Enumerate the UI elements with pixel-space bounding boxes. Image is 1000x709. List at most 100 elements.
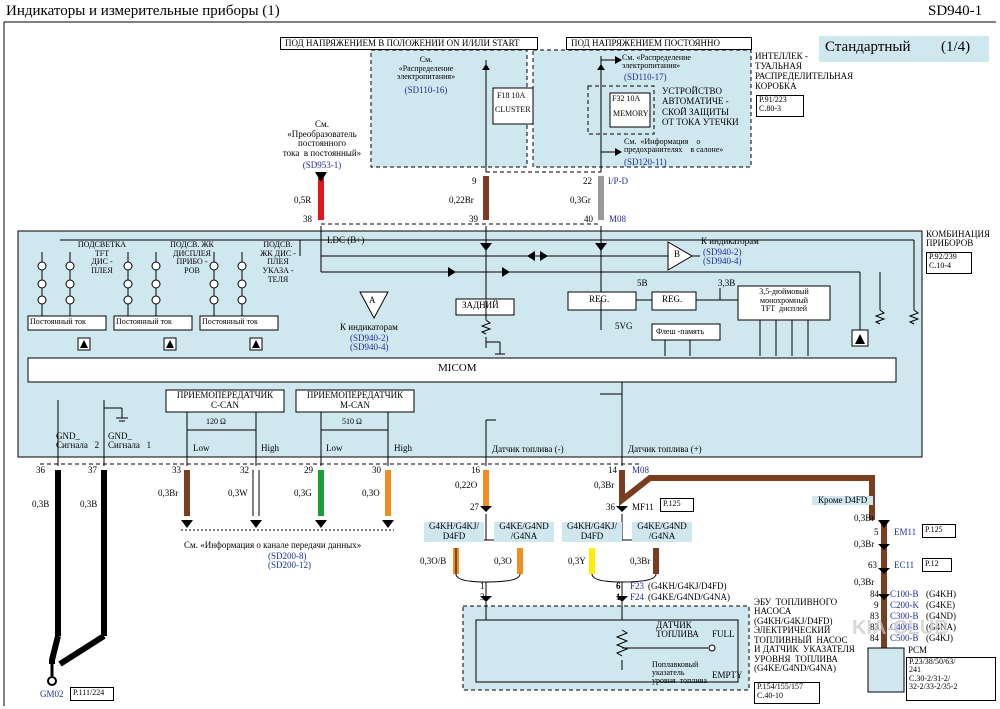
ec11-ref: P.12 [922, 558, 952, 572]
pcm-engine-2: (G4KE) [926, 600, 955, 610]
gauge-ob: 0,3O/B [420, 556, 447, 566]
high2-label: High [394, 443, 412, 453]
leak-device-label: УСТРОЙСТВО АВТОМАТИЧЕ - СКОЙ ЗАЩИТЫ ОТ Т… [662, 86, 739, 128]
left-power-code: (SD110-16) [404, 85, 448, 95]
pcm-engine-3: (G4ND) [926, 611, 956, 621]
watermark: KIA-CLUB [852, 617, 949, 639]
v33-label: 3,3B [718, 278, 736, 288]
gauge-33: 0,3Br [158, 488, 179, 498]
backlight-lcd-ind-label: ПОДСВ. ЖК ДИС - ПЛЕЯ УКАЗА - ТЕЛЯ [260, 240, 296, 284]
led-group-1 [27, 252, 107, 331]
gauge-br: 0,3Br [630, 556, 651, 566]
pcm-code-1: C100-B [890, 589, 919, 599]
pcm-label: PCM [908, 645, 928, 655]
gauge-30: 0,3O [362, 488, 380, 498]
pin-32: 32 [240, 465, 249, 475]
cluster-ref: P.92/239 C.10-4 [926, 252, 972, 274]
fuel-plus-label: Датчик топлива (+) [628, 444, 702, 454]
micom-box [27, 357, 897, 383]
gnd2-label: GND_ Сигнала 2 [56, 431, 100, 451]
f24-text: (G4KE/G4ND/G4NA) [648, 592, 730, 602]
badge-page: (1/4) [941, 39, 971, 55]
ijb-label: ИНТЕЛЛЕК - ТУАЛЬНАЯ РАСПРЕДЕЛИТЕЛЬНАЯ КО… [755, 51, 854, 91]
badge-label: Стандартный [825, 39, 911, 55]
to-ind-a: К индикаторам [340, 322, 398, 332]
empty-label: EMPTY [712, 670, 743, 680]
float-label: Поплавковый указатель уровня топлива [652, 660, 707, 685]
ldc-label: LDC (B+) [327, 235, 365, 245]
fuse-f18-box [492, 87, 534, 125]
ground-ref: P.111/224 [70, 687, 114, 701]
left-power-ref: См. «Распределение электропитания» [396, 55, 456, 82]
pcm-code-3: C300-B [890, 611, 919, 621]
pcm-engine-4: (G4NA) [926, 622, 956, 632]
pin-3a: 3 [480, 592, 485, 602]
variant-b: G4KE/G4ND /G4NA [494, 521, 554, 542]
ccan-label: ПРИЕМОПЕРЕДАТЧИК C-CAN [176, 390, 274, 410]
pcm-ref: P.23/38/50/63/ 241 C.30-2/31-2/ 32-2/33-… [906, 657, 996, 701]
v5-label: 5B [637, 278, 648, 288]
fuse-info-ref: См. «Информация о предохранителях в сало… [624, 137, 724, 155]
variant-a: G4KH/G4KJ/ D4FD [424, 521, 484, 542]
tft-display-label: 3,5-дюймовый монохромный TFT дисплей [759, 287, 809, 314]
high1-label: High [261, 443, 279, 453]
pcm-box [867, 647, 905, 693]
ijb-ref: P.91/223 C.80-3 [756, 95, 804, 117]
led-group-2 [113, 252, 193, 331]
ecu-name: ЭБУ ТОПЛИВНОГО НАСОСА (G4KH/G4KJ/D4FD) Э… [754, 597, 855, 674]
converter-code: (SD953-1) [302, 160, 342, 170]
cluster-title: КОМБИНАЦИЯ ПРИБОРОВ [926, 229, 990, 249]
pcm-pin-5: 84 [870, 633, 879, 643]
pcm-pin-1: 84 [870, 589, 879, 599]
power-const-label: ПОД НАПРЯЖЕНИЕМ ПОСТОЯННО [566, 37, 752, 50]
pin-14: 14 [608, 465, 617, 475]
pin-6: 6 [616, 581, 621, 591]
variant-d: G4KE/G4ND /G4NA [632, 521, 692, 542]
ec11-label: EC11 [894, 560, 915, 570]
rear-label: ЗАДНИЙ [462, 300, 499, 310]
backlight-lcd-dev-label: ПОДСВ. ЖК ДИСПЛЕЯ ПРИБО - РОВ [170, 240, 214, 275]
cluster-box [17, 230, 923, 458]
pin-36-lower: 36 [606, 502, 615, 512]
right-gauge-3: 0,3Br [854, 577, 875, 587]
tri-a-label: A [369, 295, 376, 305]
gauge-29: 0,3G [294, 488, 312, 498]
wire-38-gauge: 0,5R [294, 195, 312, 205]
to-ind-b: К индикаторам [701, 236, 759, 246]
right-gauge-2: 0,3Br [854, 539, 875, 549]
pin-36: 36 [36, 465, 45, 475]
mcan-label: ПРИЕМОПЕРЕДАТЧИК M-CAN [306, 390, 404, 410]
right-gauge-1: 0,3Br [854, 513, 875, 523]
dc-label-3: Постоянный ток [202, 317, 258, 326]
right-power-ref: См. «Распределение электропитания» [622, 53, 691, 71]
pin-33: 33 [172, 465, 181, 475]
to-ind-b-codes: (SD940-2) (SD940-4) [703, 247, 742, 267]
except-d4fd: Кроме D4FD [812, 495, 874, 506]
fuse-f32-label: F32 10A [612, 94, 641, 103]
gauge-37: 0,3B [80, 499, 98, 509]
pin-30: 30 [372, 465, 381, 475]
mf11-ref: P.125 [660, 498, 694, 512]
wire-40-pin-top: 22 [583, 176, 592, 186]
gauge-36: 0,3B [32, 499, 50, 509]
wire-38-pin: 38 [303, 214, 312, 224]
wire-40-gauge: 0,3Gr [570, 195, 591, 205]
gnd1-label: GND_ Сигнала 1 [108, 431, 152, 451]
page-title: Индикаторы и измерительные приборы (1) [6, 3, 280, 19]
vg5-label: 5VG [615, 321, 633, 331]
pcm-code-5: C500-B [890, 633, 919, 643]
dc-label-1: Постоянный ток [30, 317, 86, 326]
right-pin-5: 5 [874, 527, 879, 537]
connector-m08-bottom: M08 [632, 465, 650, 475]
pcm-code-2: C200-K [890, 600, 919, 610]
ecu-ref: P.154/155/157 C.40-10 [754, 682, 820, 704]
pcm-pin-3: 83 [870, 611, 879, 621]
gauge-o: 0,3O [494, 556, 512, 566]
right-power-code: (SD110-17) [624, 72, 667, 82]
variant-c: G4KH/G4KJ/ D4FD [562, 521, 622, 542]
f23-text: (G4KH/G4KJ/D4FD) [648, 581, 727, 591]
wire-39-pin: 39 [469, 214, 478, 224]
led-group-3 [199, 252, 279, 331]
reg-label: REG. [589, 294, 610, 304]
fuse-f18-name: CLUSTER [495, 105, 531, 114]
